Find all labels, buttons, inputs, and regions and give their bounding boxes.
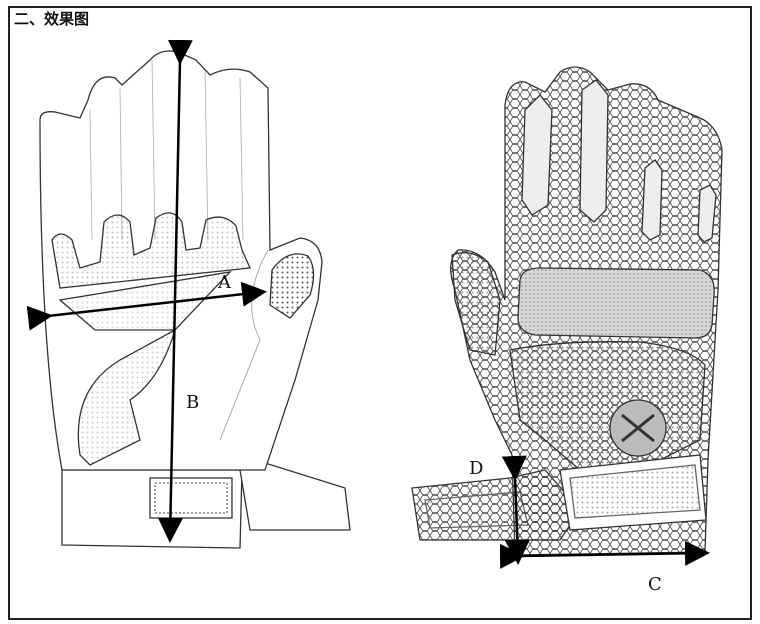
- label-a: A: [217, 272, 232, 293]
- finger-armor-2: [579, 79, 609, 223]
- back-thumb: [451, 252, 501, 356]
- measurement-arrow-icon: [26, 39, 267, 543]
- arrow-c: [499, 540, 710, 569]
- velcro-tab: [149, 477, 233, 519]
- arrow-a: [26, 281, 267, 331]
- finger-base-pad: [51, 212, 251, 289]
- label-c: C: [648, 574, 662, 595]
- label-b: B: [186, 392, 199, 413]
- finger-armor-1: [521, 94, 553, 216]
- measurement-arrow-icon: [499, 455, 710, 569]
- finger-armor-3: [641, 159, 663, 241]
- knuckle-guard: [517, 267, 715, 339]
- label-d: D: [469, 458, 483, 479]
- glove-back-icon: [411, 66, 723, 556]
- finger-armor-4: [697, 184, 717, 243]
- thumb-pad: [269, 253, 315, 319]
- figure-frame: [8, 6, 752, 620]
- section-title: 二、效果图: [14, 10, 90, 28]
- palm-cuff-strap: [239, 461, 351, 531]
